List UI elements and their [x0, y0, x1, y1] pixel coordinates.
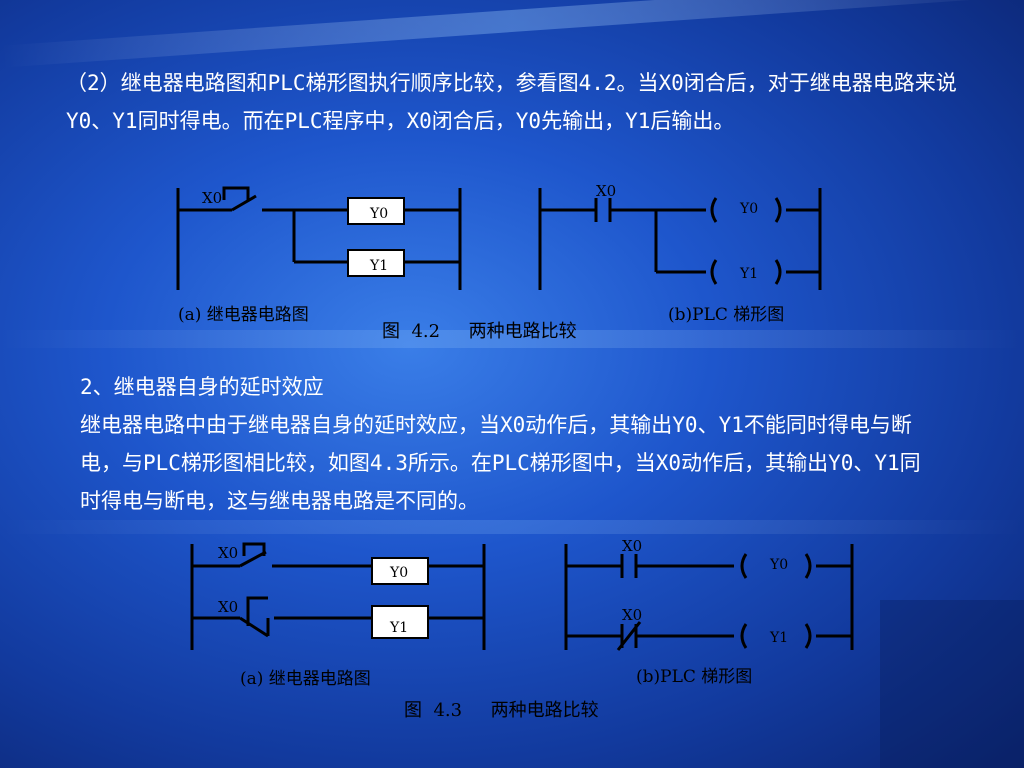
paragraph-delay-effect: 2、继电器自身的延时效应 继电器电路中由于继电器自身的延时效应，当X0动作后，其… [80, 368, 940, 520]
fig42-plc-coil-y1: Y1 [739, 266, 758, 282]
fig42-plc-coil-y0: Y0 [739, 201, 758, 217]
fig43-plc-contact1-label: X0 [622, 537, 642, 555]
fig42-caption-b: (b)PLC 梯形图 [668, 305, 784, 325]
fig43-relay-coil-y0: Y0 [389, 565, 408, 581]
fig43-caption-a: (a) 继电器电路图 [240, 669, 371, 689]
section-body: 继电器电路中由于继电器自身的延时效应，当X0动作后，其输出Y0、Y1不能同时得电… [80, 413, 921, 513]
fig43-plc-contact2-label: X0 [622, 606, 642, 624]
fig42-plc-contact-label: X0 [596, 182, 616, 200]
fig43-caption-b: (b)PLC 梯形图 [636, 667, 752, 687]
fig43-plc-coil-y0: Y0 [769, 557, 788, 573]
fig43-relay-coil-y1: Y1 [389, 620, 408, 636]
section-heading: 2、继电器自身的延时效应 [80, 375, 324, 399]
fig42-relay-circuit [176, 186, 462, 290]
fig42-relay-coil-y0: Y0 [369, 206, 388, 222]
fig42-plc-ladder [538, 188, 822, 290]
fig42-relay-coil-y1: Y1 [369, 258, 388, 274]
fig43-relay-circuit [190, 542, 486, 650]
paragraph-order-comparison: （2）继电器电路图和PLC梯形图执行顺序比较，参看图4.2。当X0闭合后，对于继… [66, 71, 957, 133]
fig43-plc-ladder [564, 544, 854, 651]
fig43-title: 图 4.3 两种电路比较 [404, 700, 599, 721]
fig43-relay-contact2-label: X0 [218, 598, 238, 616]
fig42-relay-contact-label: X0 [202, 189, 222, 207]
fig43-plc-coil-y1: Y1 [769, 630, 788, 646]
fig42-title: 图 4.2 两种电路比较 [382, 321, 577, 342]
fig42-caption-a: (a) 继电器电路图 [178, 305, 309, 325]
fig43-relay-contact1-label: X0 [218, 544, 238, 562]
